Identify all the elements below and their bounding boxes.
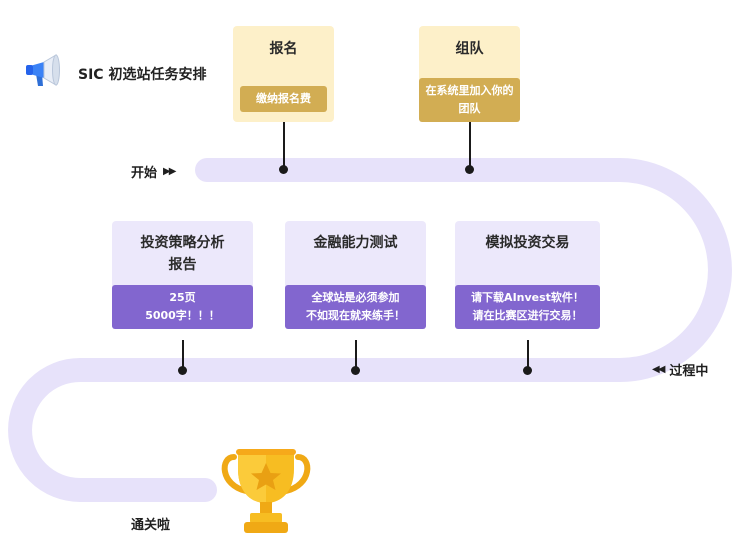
connector-line — [355, 340, 357, 370]
step-detail-tag: 请下载AInvest软件！ 请在比赛区进行交易！ — [455, 285, 600, 329]
step-card-finance-test: 金融能力测试 全球站是必须参加 不如现在就来练手！ — [285, 221, 426, 329]
step-title: 模拟投资交易 — [485, 235, 570, 251]
step-card-strategy-report: 投资策略分析 报告 25页 5000字！！！ — [112, 221, 253, 329]
page-title: SIC 初选站任务安排 — [78, 67, 207, 83]
step-card-team: 组队 在系统里加入你的 团队 — [419, 26, 520, 122]
track-node — [178, 366, 187, 375]
finish-marker: 通关啦 — [131, 514, 170, 533]
step-detail-tag: 缴纳报名费 — [240, 86, 327, 112]
connector-line — [527, 340, 529, 370]
track-node — [279, 165, 288, 174]
rewind-icon: ◀◀ — [652, 364, 665, 375]
start-label: 开始 — [131, 166, 158, 181]
trophy-icon — [218, 447, 314, 541]
track-node — [351, 366, 360, 375]
page-header: SIC 初选站任务安排 — [24, 54, 206, 94]
connector-line — [469, 122, 471, 168]
fast-forward-icon: ▶▶ — [163, 166, 176, 177]
step-detail-tag: 在系统里加入你的 团队 — [419, 78, 520, 122]
step-detail-tag: 全球站是必须参加 不如现在就来练手！ — [285, 285, 426, 329]
in-progress-label: 过程中 — [669, 364, 709, 379]
step-card-simulated-trading: 模拟投资交易 请下载AInvest软件！ 请在比赛区进行交易！ — [455, 221, 600, 329]
finish-label: 通关啦 — [131, 518, 171, 533]
connector-line — [182, 340, 184, 370]
track-node — [465, 165, 474, 174]
step-title: 金融能力测试 — [313, 235, 398, 251]
step-card-register: 报名 缴纳报名费 — [233, 26, 334, 122]
connector-line — [283, 122, 285, 168]
start-marker: 开始 ▶▶ — [131, 162, 176, 181]
in-progress-marker: ◀◀ 过程中 — [652, 360, 708, 379]
step-detail-tag: 25页 5000字！！！ — [112, 285, 253, 329]
megaphone-icon — [24, 52, 64, 96]
step-title: 报名 — [269, 41, 298, 57]
step-title: 组队 — [455, 41, 484, 57]
step-title: 投资策略分析 报告 — [140, 235, 225, 273]
track-node — [523, 366, 532, 375]
